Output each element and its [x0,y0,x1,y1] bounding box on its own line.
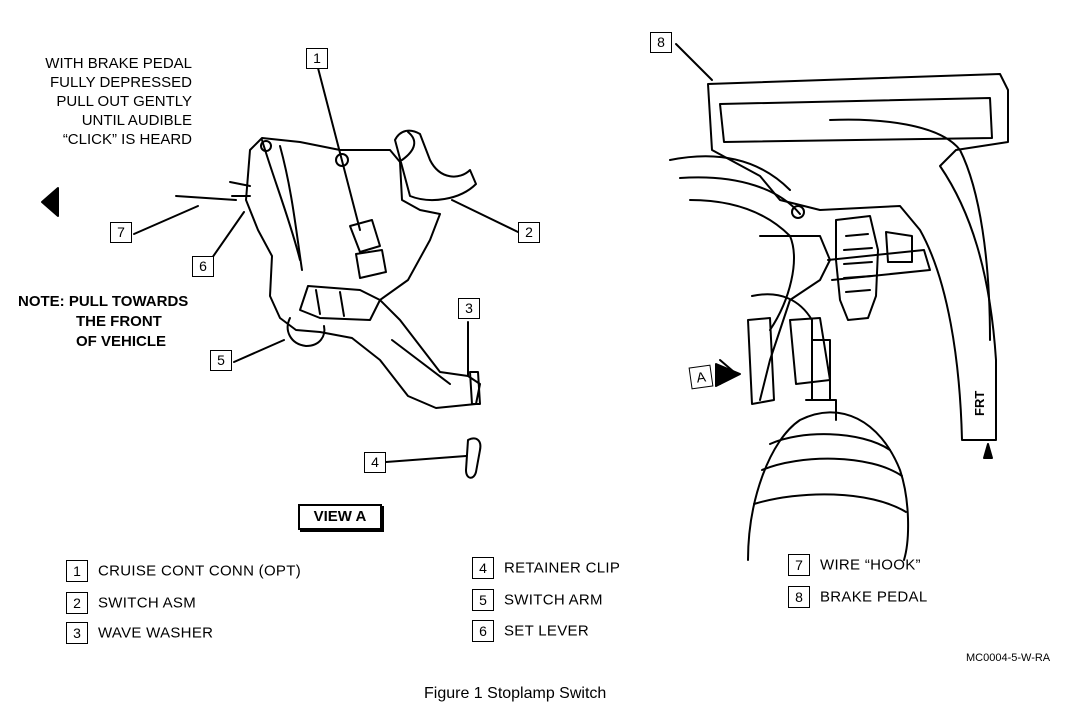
legend-item: 2 SWITCH ASM [66,592,196,614]
instruction-line: FULLY DEPRESSED [50,74,192,91]
legend-number: 2 [66,592,88,614]
frt-label: FRT [972,390,987,416]
view-a-arrow-icon [715,363,741,387]
leader-7 [133,205,199,235]
callout-3: 3 [458,298,480,319]
view-a-label: VIEW A [298,504,382,530]
leader-1 [317,67,361,231]
legend-number: 1 [66,560,88,582]
legend-label: SWITCH ARM [504,591,603,609]
brake-pedal-drawing [669,73,1009,561]
instruction-line: WITH BRAKE PEDAL [45,55,192,72]
view-a-marker: A [688,364,714,390]
leader-5 [233,339,285,363]
legend-item: 8 BRAKE PEDAL [788,586,928,608]
leader-2 [451,199,519,233]
legend-label: RETAINER CLIP [504,559,621,577]
note-line: NOTE: PULL TOWARDS [18,293,189,310]
leader-4 [385,455,467,463]
callout-8: 8 [650,32,672,53]
leader-6 [211,211,245,259]
legend-item: 5 SWITCH ARM [472,589,603,611]
legend-item: 4 RETAINER CLIP [472,557,620,579]
front-arrow-icon [41,187,59,217]
note-line: THE FRONT [76,313,162,330]
callout-5: 5 [210,350,232,371]
figure-caption: Figure 1 Stoplamp Switch [424,685,607,702]
legend-label: CRUISE CONT CONN (OPT) [98,562,301,580]
legend-number: 6 [472,620,494,642]
frt-arrow-icon [983,443,993,459]
legend-item: 1 CRUISE CONT CONN (OPT) [66,560,301,582]
leader-8 [675,43,713,81]
figure-code: MC0004-5-W-RA [966,652,1051,664]
note-line: OF VEHICLE [76,333,167,350]
instruction-line: “CLICK” IS HEARD [62,131,192,148]
legend-item: 6 SET LEVER [472,620,589,642]
instruction-text: WITH BRAKE PEDAL FULLY DEPRESSED PULL OU… [20,54,192,149]
legend-label: WIRE “HOOK” [820,556,921,574]
switch-assembly-drawing [175,129,482,479]
legend-number: 8 [788,586,810,608]
callout-4: 4 [364,452,386,473]
legend-number: 3 [66,622,88,644]
legend-number: 5 [472,589,494,611]
callout-7: 7 [110,222,132,243]
callout-2: 2 [518,222,540,243]
legend-number: 4 [472,557,494,579]
instruction-line: PULL OUT GENTLY [56,93,192,110]
legend-label: SWITCH ASM [98,594,197,612]
legend-number: 7 [788,554,810,576]
callout-6: 6 [192,256,214,277]
legend-label: BRAKE PEDAL [820,588,928,606]
legend-item: 3 WAVE WASHER [66,622,213,644]
note-text: NOTE: PULL TOWARDS THE FRONT OF VEHICLE [18,292,188,352]
legend-label: WAVE WASHER [98,624,214,642]
callout-1: 1 [306,48,328,69]
legend-label: SET LEVER [504,622,589,640]
legend-item: 7 WIRE “HOOK” [788,554,921,576]
instruction-line: UNTIL AUDIBLE [81,112,192,129]
